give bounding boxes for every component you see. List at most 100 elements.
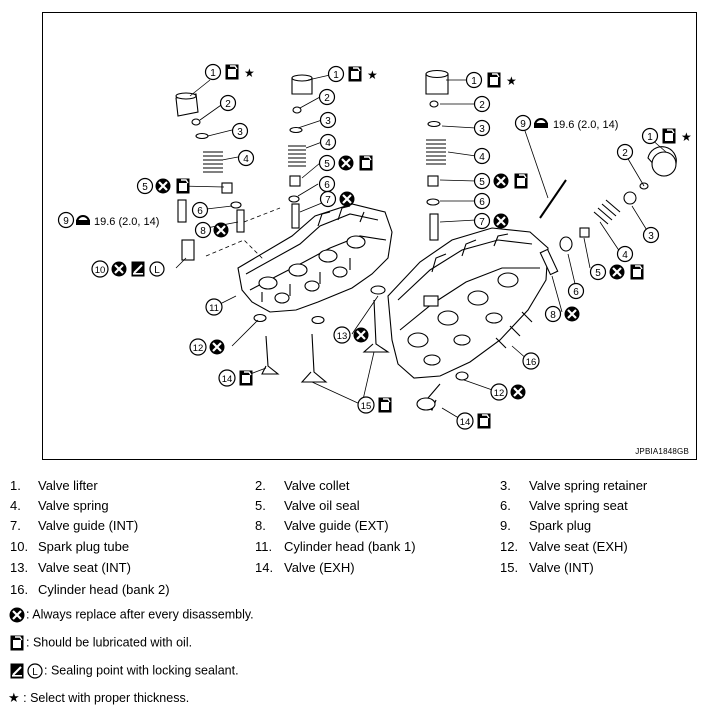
part-name: Spark plug [529,518,592,533]
svg-text:5: 5 [479,177,485,188]
always-replace-icon [8,606,26,624]
callout-12-left: 12 [189,338,226,356]
svg-text:3: 3 [648,231,654,242]
callout-9-right: 9 19.6 (2.0, 14) [514,114,618,132]
part-num: 11. [255,539,273,554]
star-icon: ★ [681,130,692,144]
part-name: Valve seat (EXH) [529,539,628,554]
part-name: Valve spring retainer [529,478,648,493]
svg-text:6: 6 [324,180,330,191]
diagram-frame [42,12,697,460]
lubricate-oil-icon [9,634,25,652]
part-name: Cylinder head (bank 1) [284,539,416,554]
svg-text:14: 14 [460,417,471,428]
callout-9-left: 9 19.6 (2.0, 14) [57,211,159,229]
svg-text:1: 1 [647,132,653,143]
callout-7-middle: 7 [319,190,356,208]
svg-text:2: 2 [479,100,485,111]
callout-6-right-stack: 6 [473,192,491,210]
svg-text:3: 3 [325,116,331,127]
locking-sealant-l-icon: L [27,663,43,679]
part-num: 13. [10,560,29,575]
part-name: Valve guide (INT) [38,518,139,533]
part-num: 5. [255,498,266,513]
symbol-replace-legend: : Always replace after every disassembly… [8,606,254,624]
svg-text:4: 4 [479,152,485,163]
symbol-thickness-legend: ★ : Select with proper thickness. [8,690,189,706]
legend-row: 4.Valve spring 5.Valve oil seal 6.Valve … [0,498,717,518]
star-icon: ★ [8,690,20,705]
svg-text:4: 4 [243,154,249,165]
svg-text:1: 1 [333,70,339,81]
svg-text:8: 8 [550,310,556,321]
callout-5-far-right: 5 [589,263,645,281]
svg-text:3: 3 [479,124,485,135]
callout-8-right: 8 [544,305,581,323]
left-stack-parts [175,74,313,261]
svg-text:9: 9 [63,216,69,227]
part-num: 6. [500,498,511,513]
svg-text:13: 13 [337,331,348,342]
callout-14-right: 14 [456,412,492,430]
callout-12-right: 12 [490,383,527,401]
callout-1-middle: 1 ★ [327,65,378,83]
callout-7-right-stack: 7 [473,212,510,230]
callout-1-far-right: 1 ★ [641,127,692,145]
symbol-thickness-text: : Select with proper thickness. [23,691,190,705]
part-name: Valve guide (EXT) [284,518,389,533]
star-icon: ★ [367,68,378,82]
part-num: 8. [255,518,266,533]
callout-3-far-right: 3 [642,226,660,244]
callout-10: 10 [91,260,165,278]
svg-text:14: 14 [222,374,233,385]
callout-5-middle: 5 [318,154,374,172]
svg-text:2: 2 [324,93,330,104]
part-num: 2. [255,478,266,493]
torque-label-left: 19.6 (2.0, 14) [94,216,159,228]
svg-text:9: 9 [520,119,526,130]
svg-text:2: 2 [225,99,231,110]
part-num: 14. [255,560,274,575]
callout-3-right-stack: 3 [473,119,491,137]
svg-text:6: 6 [197,206,203,217]
callout-5-left: 5 [136,177,191,195]
legend-row: 13.Valve seat (INT) 14.Valve (EXH) 15.Va… [0,560,717,580]
callout-4-middle: 4 [319,133,337,151]
callout-6-middle: 6 [318,175,336,193]
callout-2-middle: 2 [318,88,336,106]
callout-1-left: 1 ★ [204,63,255,81]
legend-row: 1.Valve lifter 2.Valve collet 3.Valve sp… [0,478,717,498]
callout-6-left: 6 [191,201,209,219]
leader-lines [175,74,667,421]
part-num: 16. [10,582,29,597]
callout-4-left: 4 [237,149,255,167]
svg-text:6: 6 [479,197,485,208]
callout-16: 16 [522,352,540,370]
part-name: Valve lifter [38,478,98,493]
svg-text:8: 8 [200,226,206,237]
legend-row: 10.Spark plug tube 11.Cylinder head (ban… [0,539,717,559]
callout-3-middle: 3 [319,111,337,129]
cylinder-head-bank1-drawing [237,203,393,313]
svg-text:2: 2 [622,148,628,159]
sealant-icon [9,662,25,680]
callout-15: 15 [357,396,393,414]
part-name: Valve (EXH) [284,560,355,575]
callout-2-right-stack: 2 [473,95,491,113]
callout-11: 11 [205,298,223,316]
svg-text:7: 7 [479,217,485,228]
part-num: 12. [500,539,519,554]
svg-text:11: 11 [209,303,219,314]
callout-2-left: 2 [219,94,237,112]
right-stack-parts [425,69,677,276]
svg-text:12: 12 [193,343,204,354]
symbol-replace-text: : Always replace after every disassembly… [26,607,254,622]
svg-text:7: 7 [325,195,331,206]
symbol-sealant-text: : Sealing point with locking sealant. [44,663,239,678]
svg-text:12: 12 [494,388,505,399]
svg-text:15: 15 [361,401,372,412]
svg-text:10: 10 [95,265,106,276]
part-num: 3. [500,478,511,493]
svg-text:3: 3 [237,127,243,138]
symbol-sealant-legend: L: Sealing point with locking sealant. [8,662,239,680]
